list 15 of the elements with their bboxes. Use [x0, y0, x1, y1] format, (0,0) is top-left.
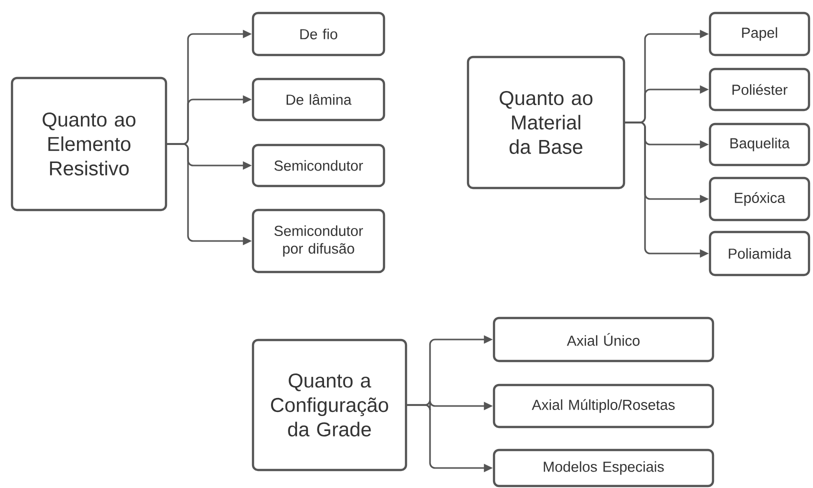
item-box: Axial Múltiplo/Rosetas [492, 384, 714, 428]
category-box: Quanto ao Material da Base [466, 56, 626, 190]
category-box: Quanto a Configuração da Grade [252, 338, 408, 472]
item-box: Baquelita [708, 122, 810, 166]
item-box: De lâmina [252, 78, 386, 122]
item-box: Epóxica [708, 176, 810, 222]
category-box: Quanto ao Elemento Resistivo [10, 76, 168, 212]
item-box: Axial Único [492, 316, 714, 362]
item-box: Semicondutor por difusão [252, 208, 386, 274]
item-box: De fio [252, 12, 386, 56]
item-box: Poliéster [708, 68, 810, 112]
item-box: Modelos Especiais [492, 448, 714, 488]
item-box: Papel [708, 12, 810, 56]
item-box: Semicondutor [252, 144, 386, 188]
item-box: Poliamida [708, 230, 810, 276]
